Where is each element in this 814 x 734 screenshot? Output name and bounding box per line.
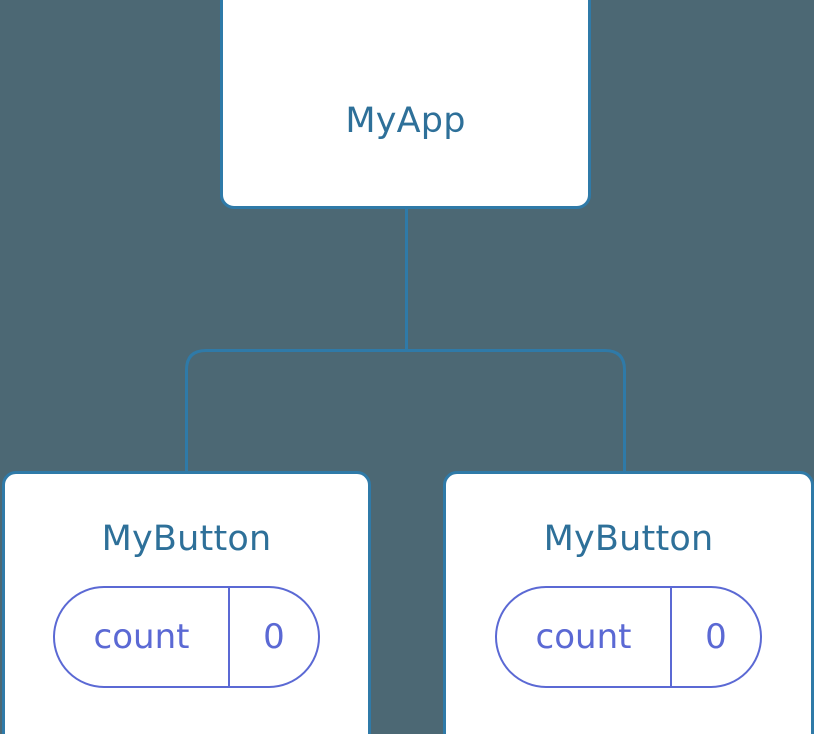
state-key-left: count <box>55 588 230 686</box>
edge-branch-bracket <box>185 349 626 471</box>
state-value-right: 0 <box>705 617 727 657</box>
child-node-left[interactable]: MyButton count 0 <box>2 471 371 734</box>
child-node-right[interactable]: MyButton count 0 <box>443 471 814 734</box>
root-node-title: MyApp <box>345 101 466 141</box>
state-capsule-right[interactable]: count 0 <box>495 586 762 688</box>
state-key-right: count <box>497 588 672 686</box>
state-capsule-left[interactable]: count 0 <box>53 586 320 688</box>
state-value-left: 0 <box>263 617 285 657</box>
child-node-right-title: MyButton <box>543 519 714 559</box>
child-node-left-title: MyButton <box>101 519 272 559</box>
root-node[interactable]: MyApp <box>220 0 591 209</box>
